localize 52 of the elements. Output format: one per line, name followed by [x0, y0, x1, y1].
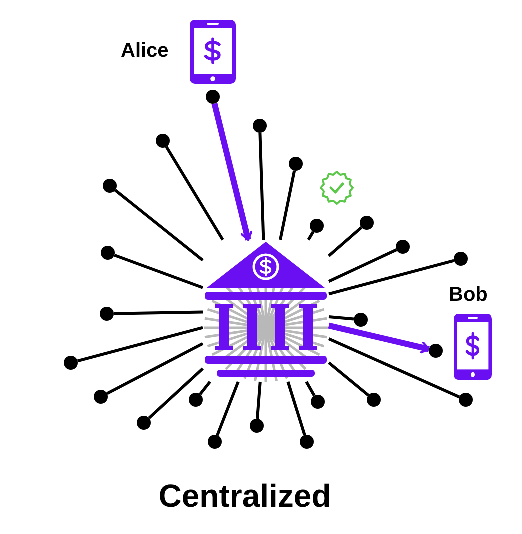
connector-line [199, 381, 212, 396]
connector-line [328, 316, 354, 321]
endpoint-dot [250, 419, 264, 433]
connector-line [328, 259, 455, 296]
smartphone-icon [190, 20, 236, 84]
endpoint-dot [156, 134, 170, 148]
connector-line [286, 382, 306, 436]
bank-drawing [203, 240, 329, 382]
connector-line [114, 189, 204, 262]
endpoint-dot [354, 313, 368, 327]
person-name: Bob [449, 284, 488, 307]
connector-line [328, 338, 460, 399]
connector-line [307, 231, 315, 241]
endpoint-dot [101, 246, 115, 260]
connector-line [114, 310, 204, 316]
endpoint-dot [100, 307, 114, 321]
connector-line [114, 254, 204, 290]
endpoint-dot [459, 393, 473, 407]
endpoint-dot [360, 216, 374, 230]
endpoint-dot [289, 157, 303, 171]
endpoint-dot [137, 416, 151, 430]
endpoint-dot [208, 435, 222, 449]
connector-line [148, 368, 204, 420]
connector-line [305, 381, 316, 397]
endpoint-dot [310, 219, 324, 233]
connector-line [328, 226, 363, 258]
endpoint-dot [454, 252, 468, 266]
connector-line [279, 170, 296, 240]
endpoint-dot [189, 393, 203, 407]
arrow [212, 103, 253, 242]
smartphone-icon [454, 314, 492, 380]
connector-line [328, 248, 398, 283]
connector-line [258, 132, 266, 240]
person-name: Alice [121, 40, 169, 63]
connector-line [165, 146, 224, 241]
endpoint-dot [64, 356, 78, 370]
diagram-title: Centralized [158, 478, 332, 515]
endpoint-dot [367, 393, 381, 407]
endpoint-dot [103, 179, 117, 193]
arrow [328, 322, 430, 354]
endpoint-dot [311, 395, 325, 409]
endpoint-dot [396, 240, 410, 254]
connector-line [328, 362, 370, 397]
endpoint-dot [253, 119, 267, 133]
connector-line [216, 381, 240, 436]
connector-line [256, 382, 262, 420]
endpoint-dot [300, 435, 314, 449]
connector-line [77, 326, 204, 363]
endpoint-dot [429, 344, 443, 358]
endpoint-dot [94, 390, 108, 404]
connector-line [106, 342, 204, 396]
endpoint-dot [206, 90, 220, 104]
